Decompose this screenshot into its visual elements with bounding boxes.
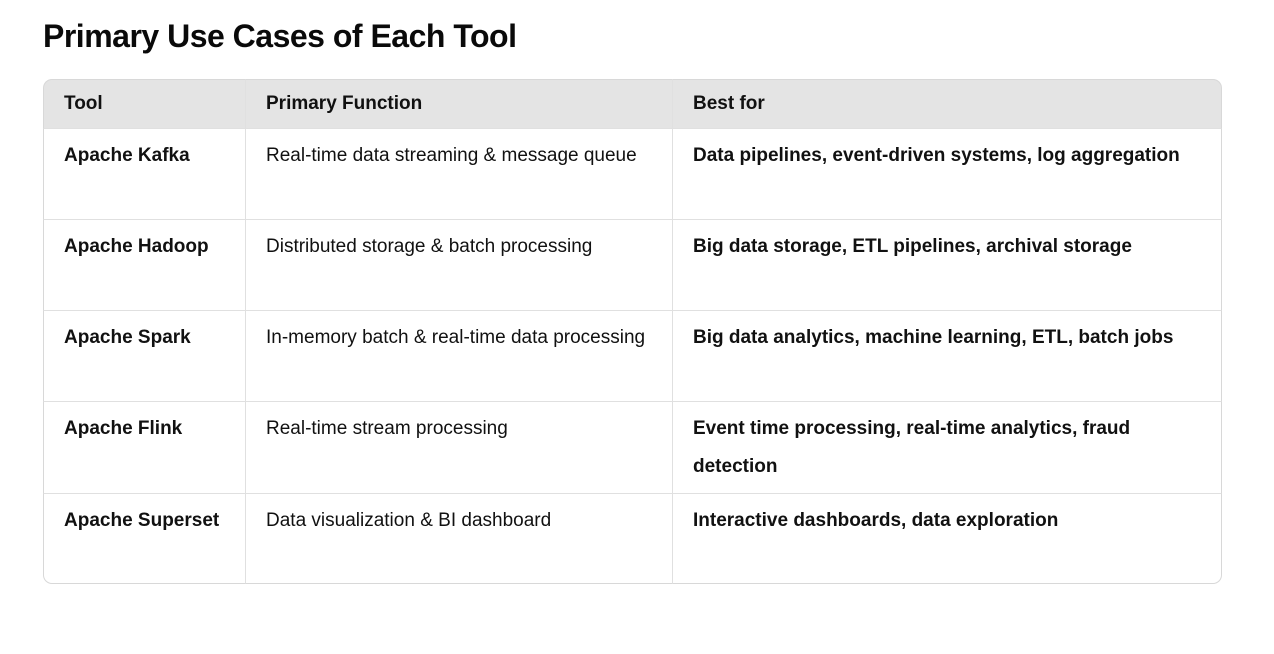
column-header-primary-function: Primary Function [245, 79, 672, 128]
table-header: Tool Primary Function Best for [43, 79, 1222, 128]
cell-tool: Apache Hadoop [43, 219, 245, 310]
cell-primary-function: Real-time stream processing [245, 401, 672, 493]
cell-best-for: Data pipelines, event-driven systems, lo… [672, 128, 1222, 219]
cell-best-for: Event time processing, real-time analyti… [672, 401, 1222, 493]
column-header-tool: Tool [43, 79, 245, 128]
table-header-row: Tool Primary Function Best for [43, 79, 1222, 128]
column-header-best-for: Best for [672, 79, 1222, 128]
table-row: Apache Hadoop Distributed storage & batc… [43, 219, 1222, 310]
cell-best-for: Big data analytics, machine learning, ET… [672, 310, 1222, 401]
cell-primary-function: In-memory batch & real-time data process… [245, 310, 672, 401]
cell-best-for: Interactive dashboards, data exploration [672, 493, 1222, 584]
cell-primary-function: Data visualization & BI dashboard [245, 493, 672, 584]
cell-best-for: Big data storage, ETL pipelines, archiva… [672, 219, 1222, 310]
tools-table-container: Tool Primary Function Best for Apache Ka… [43, 79, 1222, 584]
cell-tool: Apache Spark [43, 310, 245, 401]
cell-tool: Apache Superset [43, 493, 245, 584]
tools-table: Tool Primary Function Best for Apache Ka… [43, 79, 1222, 584]
table-body: Apache Kafka Real-time data streaming & … [43, 128, 1222, 584]
table-row: Apache Flink Real-time stream processing… [43, 401, 1222, 493]
cell-primary-function: Distributed storage & batch processing [245, 219, 672, 310]
cell-primary-function: Real-time data streaming & message queue [245, 128, 672, 219]
table-row: Apache Superset Data visualization & BI … [43, 493, 1222, 584]
cell-tool: Apache Flink [43, 401, 245, 493]
cell-tool: Apache Kafka [43, 128, 245, 219]
table-row: Apache Kafka Real-time data streaming & … [43, 128, 1222, 219]
table-row: Apache Spark In-memory batch & real-time… [43, 310, 1222, 401]
page-title: Primary Use Cases of Each Tool [43, 18, 517, 54]
